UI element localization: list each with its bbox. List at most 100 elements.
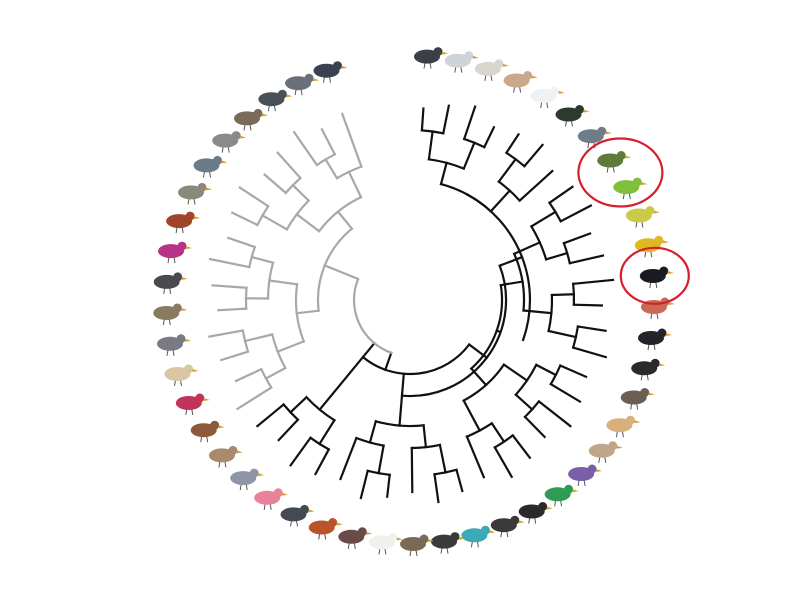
bird-beak [634, 420, 641, 424]
bird-beak [186, 246, 192, 250]
branch-stem [219, 350, 250, 362]
tinamou-icon [400, 534, 434, 557]
heron-icon [503, 71, 538, 93]
branch-arc [469, 283, 504, 371]
bird-body [230, 471, 257, 486]
bird-body [503, 73, 530, 88]
bird-body [285, 76, 312, 91]
bird-body [280, 507, 307, 522]
bird-beak [667, 271, 674, 274]
bird-beak [442, 51, 448, 55]
turkey-icon [338, 527, 373, 549]
branch-stem [255, 402, 286, 428]
bird-body [166, 214, 193, 229]
branch-arc [374, 419, 425, 428]
tree-branches [208, 104, 615, 504]
bird-body [157, 336, 183, 351]
rifleman-icon [625, 206, 660, 228]
branch-stem [462, 141, 476, 171]
budgerigar-icon [613, 177, 648, 200]
bird-head [228, 445, 238, 455]
bird-beak [366, 531, 373, 535]
bird-head [197, 182, 207, 192]
branch-stem [442, 104, 451, 135]
tree-tip-icons [153, 47, 675, 557]
bird-beak [666, 333, 672, 336]
bird-beak [653, 210, 660, 214]
bird-body [444, 53, 471, 68]
backbone-stem [383, 351, 393, 372]
bird-head [640, 388, 650, 397]
branch-stem [398, 372, 405, 427]
bird-body [254, 490, 281, 505]
bird-beak [240, 135, 247, 139]
branch-arc [547, 201, 563, 223]
bird-beak [668, 302, 675, 305]
branch-arc [335, 165, 363, 180]
bird-head [388, 532, 398, 542]
bird-body [613, 180, 640, 195]
branch-stem [234, 367, 263, 383]
bird-legs [409, 549, 418, 557]
bird-head [625, 415, 635, 425]
bird-beak [572, 489, 579, 493]
branch-stem [550, 293, 576, 297]
cormorant-icon [555, 105, 590, 127]
falcon-icon [577, 126, 612, 149]
bird-head [249, 468, 259, 478]
bird-legs [378, 548, 387, 555]
highlight-circles [577, 137, 690, 305]
bird-legs [615, 431, 624, 438]
bird-head [587, 464, 597, 474]
hornbill-icon [518, 502, 553, 524]
bird-body [530, 88, 557, 103]
emperor-penguin-icon [414, 47, 448, 69]
branch-stem [230, 211, 259, 227]
backbone-stem [498, 255, 524, 268]
branch-stem [482, 125, 496, 149]
bird-beak [502, 63, 509, 67]
bird-beak [648, 392, 655, 396]
bee-eater-icon [461, 525, 496, 548]
trogon-icon [544, 484, 579, 507]
branch-arc [255, 204, 270, 227]
bird-legs [635, 221, 644, 228]
turaco-icon [175, 393, 210, 416]
bird-body [597, 153, 624, 168]
bird-head [177, 241, 187, 251]
bird-legs [203, 171, 211, 178]
bird-legs [622, 193, 631, 200]
branch-stem [217, 307, 248, 312]
bird-legs [630, 403, 639, 410]
bird-head [419, 534, 429, 544]
hummingbird-icon [158, 241, 192, 264]
branch-stem [529, 210, 557, 228]
branch-stem [549, 382, 582, 404]
branch-stem [422, 424, 428, 449]
bird-head [176, 334, 186, 344]
bird-beak [596, 469, 603, 472]
bird-body [625, 208, 652, 223]
bird-beak [662, 240, 669, 244]
branch-stem [537, 399, 572, 428]
branch-arc [244, 286, 248, 310]
bird-head [510, 515, 520, 525]
bird-head [195, 393, 205, 403]
branch-arc [315, 152, 337, 167]
bird-beak [181, 276, 188, 280]
bird-body [577, 129, 604, 144]
bird-beak [258, 473, 265, 477]
branch-stem [368, 419, 378, 444]
bird-body [175, 396, 202, 410]
branch-stem [208, 257, 251, 269]
branch-arc [549, 364, 562, 386]
bird-head [433, 47, 443, 57]
bird-head [616, 151, 626, 160]
branch-stem [288, 395, 309, 414]
branch-stem [339, 436, 358, 481]
nightjar-icon [153, 303, 188, 326]
bird-legs [650, 312, 659, 320]
bird-body [606, 418, 633, 433]
bird-head [523, 71, 533, 80]
bird-beak [206, 187, 212, 191]
